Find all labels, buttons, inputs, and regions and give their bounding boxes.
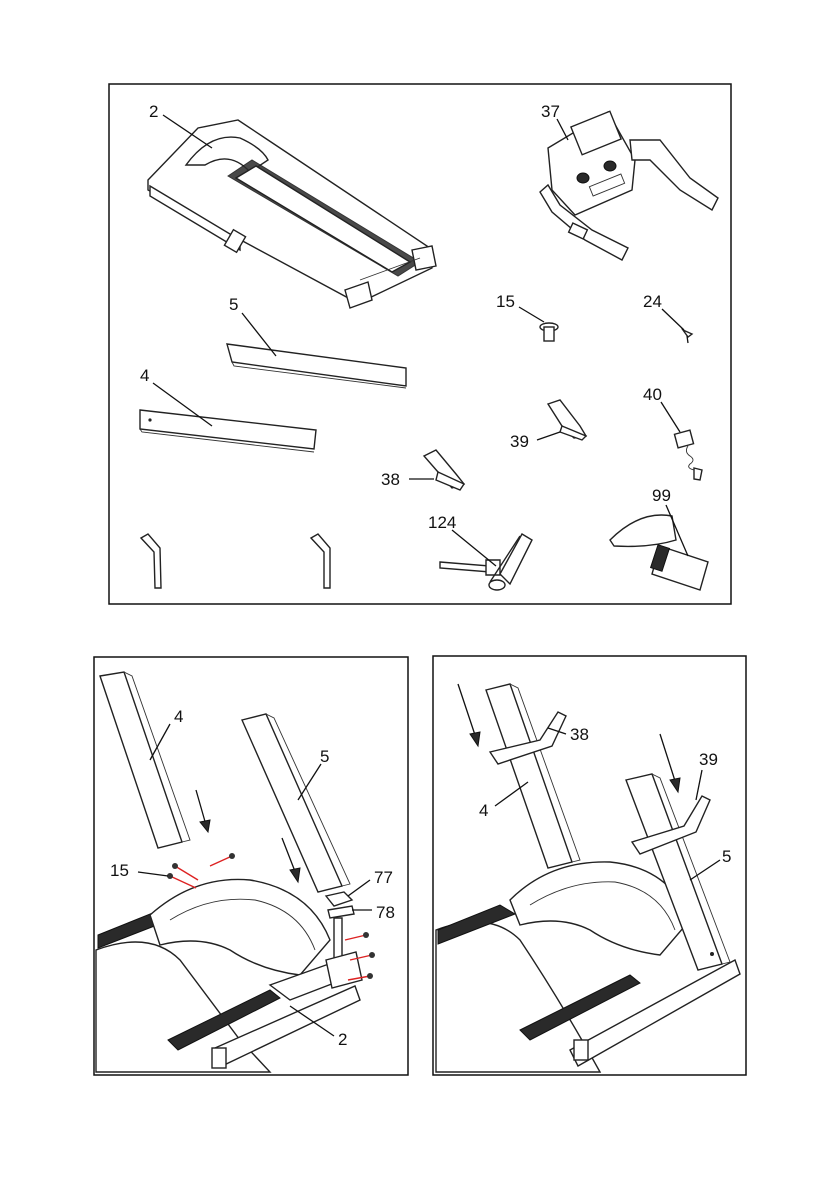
part-label-4: 4 xyxy=(479,801,488,820)
part-label-4: 4 xyxy=(174,707,183,726)
part-label-77: 77 xyxy=(374,868,393,887)
part-label-99: 99 xyxy=(652,486,671,505)
step-2-panel: 38 39 4 5 xyxy=(433,656,746,1075)
part-label-15: 15 xyxy=(496,292,515,311)
part-label-38: 38 xyxy=(381,470,400,489)
part-label-5: 5 xyxy=(229,295,238,314)
parts-overview-panel: 2 37 5 4 15 24 39 40 38 124 99 xyxy=(109,84,731,604)
part-label-124: 124 xyxy=(428,513,456,532)
part-label-39: 39 xyxy=(699,750,718,769)
part-label-2: 2 xyxy=(338,1030,347,1049)
part-label-15: 15 xyxy=(110,861,129,880)
step-1-panel: 4 5 15 77 78 2 xyxy=(94,657,408,1075)
part-label-40: 40 xyxy=(643,385,662,404)
part-label-24: 24 xyxy=(643,292,662,311)
part-label-5: 5 xyxy=(320,747,329,766)
part-label-38: 38 xyxy=(570,725,589,744)
part-label-78: 78 xyxy=(376,903,395,922)
part-label-37: 37 xyxy=(541,102,560,121)
part-label-4: 4 xyxy=(140,366,149,385)
part-label-2: 2 xyxy=(149,102,158,121)
part-label-5: 5 xyxy=(722,847,731,866)
part-label-39: 39 xyxy=(510,432,529,451)
